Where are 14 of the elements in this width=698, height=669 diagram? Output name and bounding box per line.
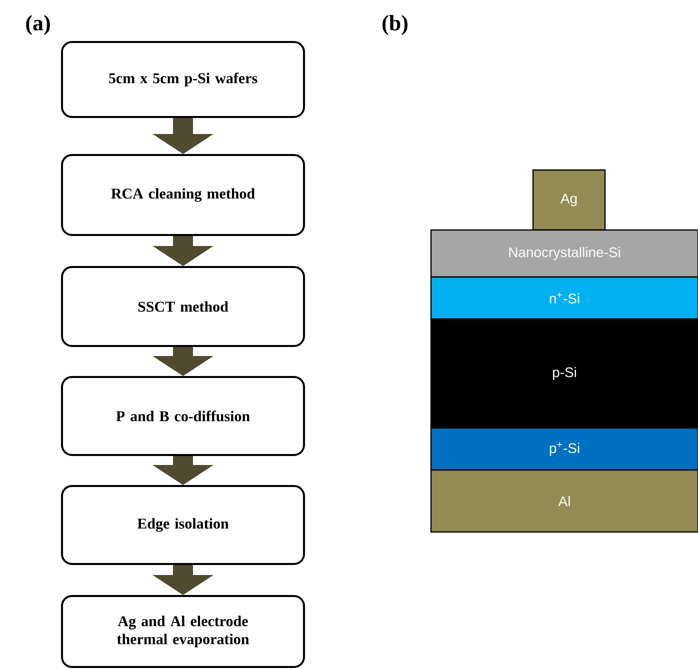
layer-box: Al [430,469,698,533]
layer-box: Ag [532,169,606,231]
process-box: RCA cleaning method [61,154,305,236]
layer-box: p$^{+}$-Si [430,427,698,471]
process-box: Ag and Al electrode thermal evaporation [61,595,305,668]
process-box: Edge isolation [61,485,305,565]
layer-box: p-Si [430,318,698,429]
process-box: P and B co-diffusion [61,376,305,456]
process-box: 5cm x 5cm p-Si wafers [61,41,305,118]
panel-label: (b) [382,15,408,35]
panel-label: (a) [26,15,50,35]
layer-box: n$^{+}$-Si [430,276,698,320]
layer-box: Nanocrystalline-Si [430,229,698,278]
process-box: SSCT method [61,266,305,347]
